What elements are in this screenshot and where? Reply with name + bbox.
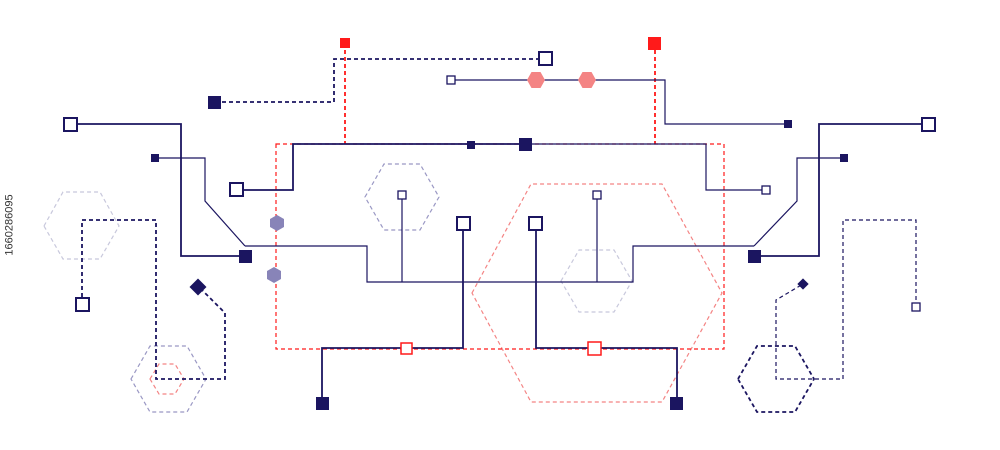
left-horizontal-bus <box>245 245 597 283</box>
node-outline-small-top <box>446 75 456 85</box>
navy-dashed-link-top <box>215 58 545 103</box>
left-link-upper <box>70 123 245 257</box>
node-bus-small <box>467 141 475 149</box>
right-horizontal-bus <box>597 245 754 283</box>
top-right-link <box>451 79 788 125</box>
main-top-bus <box>237 143 525 191</box>
navy-dashed-hexagon-bottom-right <box>736 345 816 413</box>
diamond-node-right <box>797 278 809 290</box>
node-outline-right-upper <box>921 117 936 132</box>
pale-hexagon-center <box>560 249 633 313</box>
bottom-left-connector <box>321 223 464 403</box>
node-outline-hex-top <box>397 190 407 200</box>
pale-hexagon-left <box>43 191 120 260</box>
red-outline-node-bottom-left <box>400 342 413 355</box>
node-bus-center-filled <box>519 138 532 151</box>
main-top-bus-right <box>525 143 766 191</box>
lavender-hex-node-2 <box>267 267 281 283</box>
node-outline-bottom-left <box>456 216 471 231</box>
salmon-hex-node-1 <box>527 72 545 88</box>
diamond-node-left <box>189 278 207 296</box>
left-dashed-loop <box>81 219 226 380</box>
node-outline-right-dashed <box>911 302 921 312</box>
left-link-diagonal <box>155 157 246 247</box>
salmon-hex-node-2 <box>578 72 596 88</box>
node-outline-bus-left <box>229 182 244 197</box>
node-bottom-left-filled <box>316 397 329 410</box>
right-dashed-loop <box>775 219 917 380</box>
node-right-small <box>840 154 848 162</box>
node-outline-bottom-right <box>528 216 543 231</box>
right-link-upper <box>754 123 929 257</box>
node-outline-top <box>538 51 553 66</box>
node-right-junction <box>748 250 761 263</box>
lavender-hex-node-1 <box>270 215 284 231</box>
node-outline-left-dashed <box>75 297 90 312</box>
lavender-dashed-hexagon-top <box>364 163 440 231</box>
red-outline-node-bottom-right <box>587 341 602 356</box>
node-bottom-right-filled <box>670 397 683 410</box>
right-link-diagonal <box>753 157 844 247</box>
large-salmon-dashed-hexagon <box>471 183 723 403</box>
node-left-junction <box>239 250 252 263</box>
node-outline-bus-right <box>761 185 771 195</box>
node-top-right-small <box>784 120 792 128</box>
bottom-right-connector <box>535 223 678 403</box>
red-node-top-left <box>340 38 350 48</box>
node-top-left-filled <box>208 96 221 109</box>
node-outline-hex-center <box>592 190 602 200</box>
node-left-small <box>151 154 159 162</box>
red-node-top-right <box>648 37 661 50</box>
node-outline-left-upper <box>63 117 78 132</box>
